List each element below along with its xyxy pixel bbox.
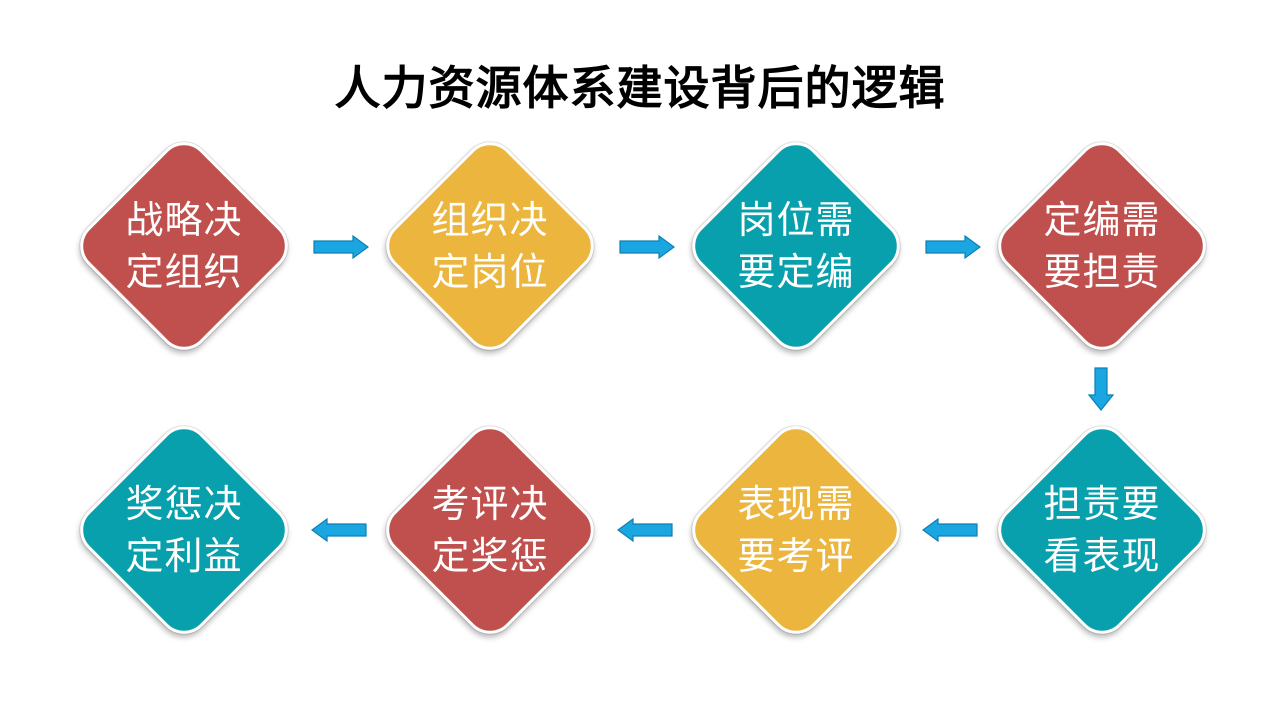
node-label-line1: 定编需 [1043,198,1161,242]
node-label: 奖惩决 定利益 [64,410,304,650]
node-staffing-needs-responsibility: 定编需 要担责 [982,126,1222,366]
arrow-down-icon [1088,367,1114,411]
node-label: 担责要 看表现 [982,410,1222,650]
node-label-line1: 担责要 [1043,482,1161,526]
node-rewards-decide-benefits: 奖惩决 定利益 [64,410,304,650]
node-label-line2: 定岗位 [431,250,549,294]
node-label-line2: 定组织 [125,250,243,294]
node-label: 组织决 定岗位 [370,126,610,366]
node-label: 考评决 定奖惩 [370,410,610,650]
node-performance-needs-evaluation: 表现需 要考评 [676,410,916,650]
node-label-line2: 要定编 [737,250,855,294]
arrow-right-icon [619,235,675,259]
node-label-line1: 岗位需 [737,198,855,242]
node-strategy-decides-organization: 战略决 定组织 [64,126,304,366]
arrow-left-icon [311,518,367,542]
arrow-left-icon [922,518,978,542]
node-label-line2: 看表现 [1043,534,1161,578]
diagram-title: 人力资源体系建设背后的逻辑 [334,61,946,115]
node-label-line2: 定奖惩 [431,534,549,578]
node-position-needs-staffing: 岗位需 要定编 [676,126,916,366]
node-label-line1: 组织决 [431,198,549,242]
arrow-right-icon [925,235,981,259]
node-evaluation-decides-rewards: 考评决 定奖惩 [370,410,610,650]
node-label-line2: 要考评 [737,534,855,578]
node-label: 战略决 定组织 [64,126,304,366]
node-responsibility-depends-on-performance: 担责要 看表现 [982,410,1222,650]
node-label-line1: 考评决 [431,482,549,526]
node-label: 表现需 要考评 [676,410,916,650]
node-label-line2: 定利益 [125,534,243,578]
node-label-line1: 表现需 [737,482,855,526]
node-label-line1: 奖惩决 [125,482,243,526]
node-label: 定编需 要担责 [982,126,1222,366]
node-organization-decides-position: 组织决 定岗位 [370,126,610,366]
arrow-right-icon [313,235,369,259]
node-label: 岗位需 要定编 [676,126,916,366]
node-label-line1: 战略决 [125,198,243,242]
node-label-line2: 要担责 [1043,250,1161,294]
arrow-left-icon [617,518,673,542]
